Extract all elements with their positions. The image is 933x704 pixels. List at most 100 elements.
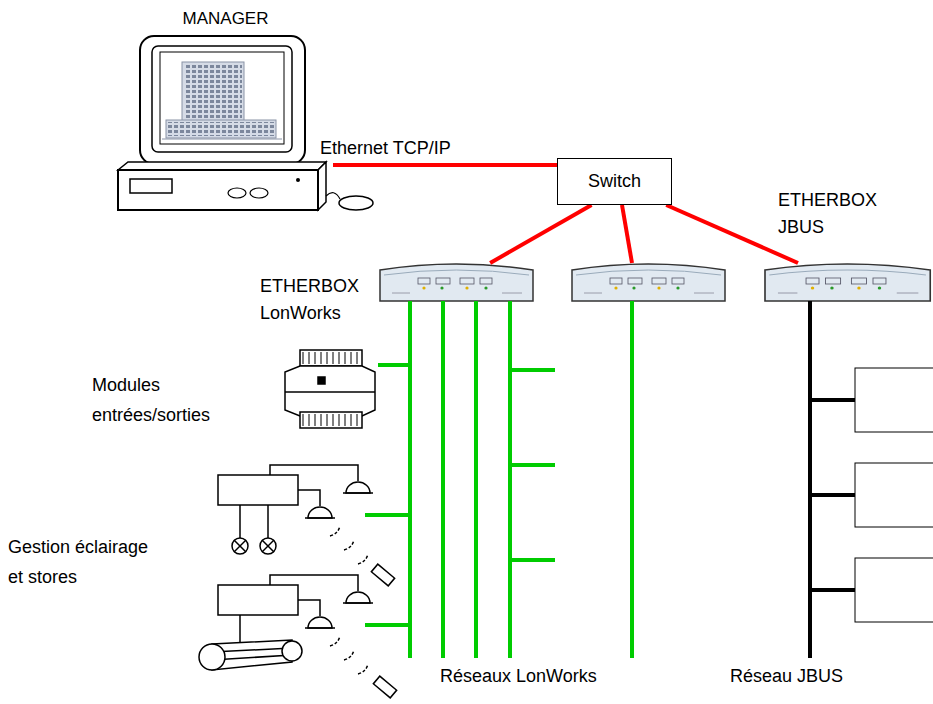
blinds-control-illustration <box>344 650 354 660</box>
computer-illustration <box>250 188 268 198</box>
io-module-illustration <box>285 391 375 393</box>
lighting-control-illustration <box>234 540 246 552</box>
blinds-control-illustration <box>282 641 302 661</box>
blinds-control-illustration <box>199 644 225 670</box>
blinds-control-illustration <box>330 636 340 646</box>
lighting-control-illustration <box>346 482 370 493</box>
blinds-control-illustration <box>270 575 358 591</box>
etherbox-node: ETHERBOX LonWorks <box>380 263 533 301</box>
jbus-wire <box>810 301 855 658</box>
switch-box: Switch <box>557 158 672 205</box>
lighting-control-illustration <box>358 554 368 564</box>
lighting-control-illustration <box>260 538 276 554</box>
computer-illustration <box>318 162 326 210</box>
blinds-control-illustration <box>343 602 373 604</box>
etherbox-device <box>572 264 725 301</box>
blinds-control-illustration <box>308 617 332 628</box>
blinds-control-illustration <box>218 585 298 615</box>
jbus-device <box>855 368 933 432</box>
blinds-control-illustration <box>239 615 241 642</box>
lighting-control-illustration <box>218 465 395 586</box>
annotation-label: Gestion éclairage et stores <box>8 532 158 592</box>
lonworks-wire <box>474 301 478 658</box>
lonworks-wire <box>365 301 632 658</box>
etherbox-device <box>380 264 533 301</box>
etherbox-node: ETHERBOX JBUS <box>765 263 930 301</box>
jbus-device <box>855 368 933 622</box>
lighting-control-illustration <box>262 540 274 552</box>
io-module-illustration <box>285 366 375 416</box>
lonworks-wire <box>510 368 555 372</box>
blinds-control-illustration <box>199 575 397 698</box>
annotation-label: Réseau JBUS <box>730 661 843 691</box>
jbus-wire <box>810 493 855 497</box>
lighting-control-illustration <box>344 540 354 550</box>
lonworks-wire <box>510 463 555 467</box>
lighting-control-illustration <box>305 517 335 519</box>
lighting-control-illustration <box>308 507 332 518</box>
blinds-control-illustration <box>298 600 320 616</box>
computer-illustration <box>118 170 318 210</box>
computer-illustration <box>152 46 292 152</box>
ethernet-link <box>490 205 591 263</box>
io-module-illustration <box>302 414 360 426</box>
node-heading: ETHERBOX JBUS <box>778 187 890 241</box>
ethernet-link <box>333 163 557 167</box>
computer-illustration <box>140 36 305 164</box>
etherbox-device <box>765 264 930 301</box>
lonworks-wire <box>510 558 555 562</box>
node-heading: MANAGER <box>118 8 333 30</box>
io-module-illustration <box>300 350 362 366</box>
lighting-control-illustration <box>218 475 298 505</box>
computer-illustration <box>228 188 246 198</box>
node-heading: ETHERBOX LonWorks <box>260 273 365 327</box>
lighting-control-illustration <box>267 505 269 538</box>
lighting-control-illustration <box>239 505 241 538</box>
blinds-control-illustration <box>373 676 396 698</box>
blinds-control-illustration <box>346 592 370 603</box>
lonworks-wire <box>630 301 634 658</box>
computer-illustration <box>339 196 373 210</box>
io-module-illustration <box>302 352 360 364</box>
io-module-illustration <box>300 412 362 428</box>
jbus-wire <box>810 588 855 592</box>
lonworks-wire <box>441 301 445 658</box>
lighting-control-illustration <box>270 465 358 481</box>
computer-illustration <box>130 179 172 193</box>
lonworks-wire <box>365 513 410 517</box>
jbus-device <box>855 558 933 622</box>
lighting-control-illustration <box>371 564 394 586</box>
blinds-control-illustration <box>358 664 368 674</box>
annotation-label: Modules entrées/sorties <box>92 370 237 430</box>
computer-illustration <box>182 62 244 124</box>
computer-illustration <box>118 36 373 210</box>
jbus-wire <box>810 398 855 402</box>
computer-node: MANAGER <box>118 8 333 213</box>
node-heading: Switch <box>588 168 641 195</box>
annotation-label: Réseaux LonWorks <box>440 661 597 691</box>
lighting-control-illustration <box>234 540 246 552</box>
computer-illustration <box>162 139 282 140</box>
computer-illustration <box>118 162 326 170</box>
lonworks-wire <box>408 301 412 658</box>
io-module-illustration <box>285 350 375 428</box>
lighting-control-illustration <box>330 526 340 536</box>
blinds-control-illustration <box>305 627 335 629</box>
computer-illustration <box>166 120 276 138</box>
computer-illustration <box>168 122 274 136</box>
computer-illustration <box>184 64 242 122</box>
jbus-wire <box>808 301 812 658</box>
computer-illustration <box>160 52 284 144</box>
computer-illustration <box>296 178 300 182</box>
lighting-control-illustration <box>262 540 274 552</box>
lighting-control-illustration <box>232 538 248 554</box>
lonworks-wire <box>365 623 410 627</box>
jbus-device <box>855 463 933 527</box>
edge-label: Ethernet TCP/IP <box>318 137 453 159</box>
lighting-control-illustration <box>343 492 373 494</box>
lonworks-wire <box>508 301 512 658</box>
ethernet-wire <box>622 205 632 263</box>
